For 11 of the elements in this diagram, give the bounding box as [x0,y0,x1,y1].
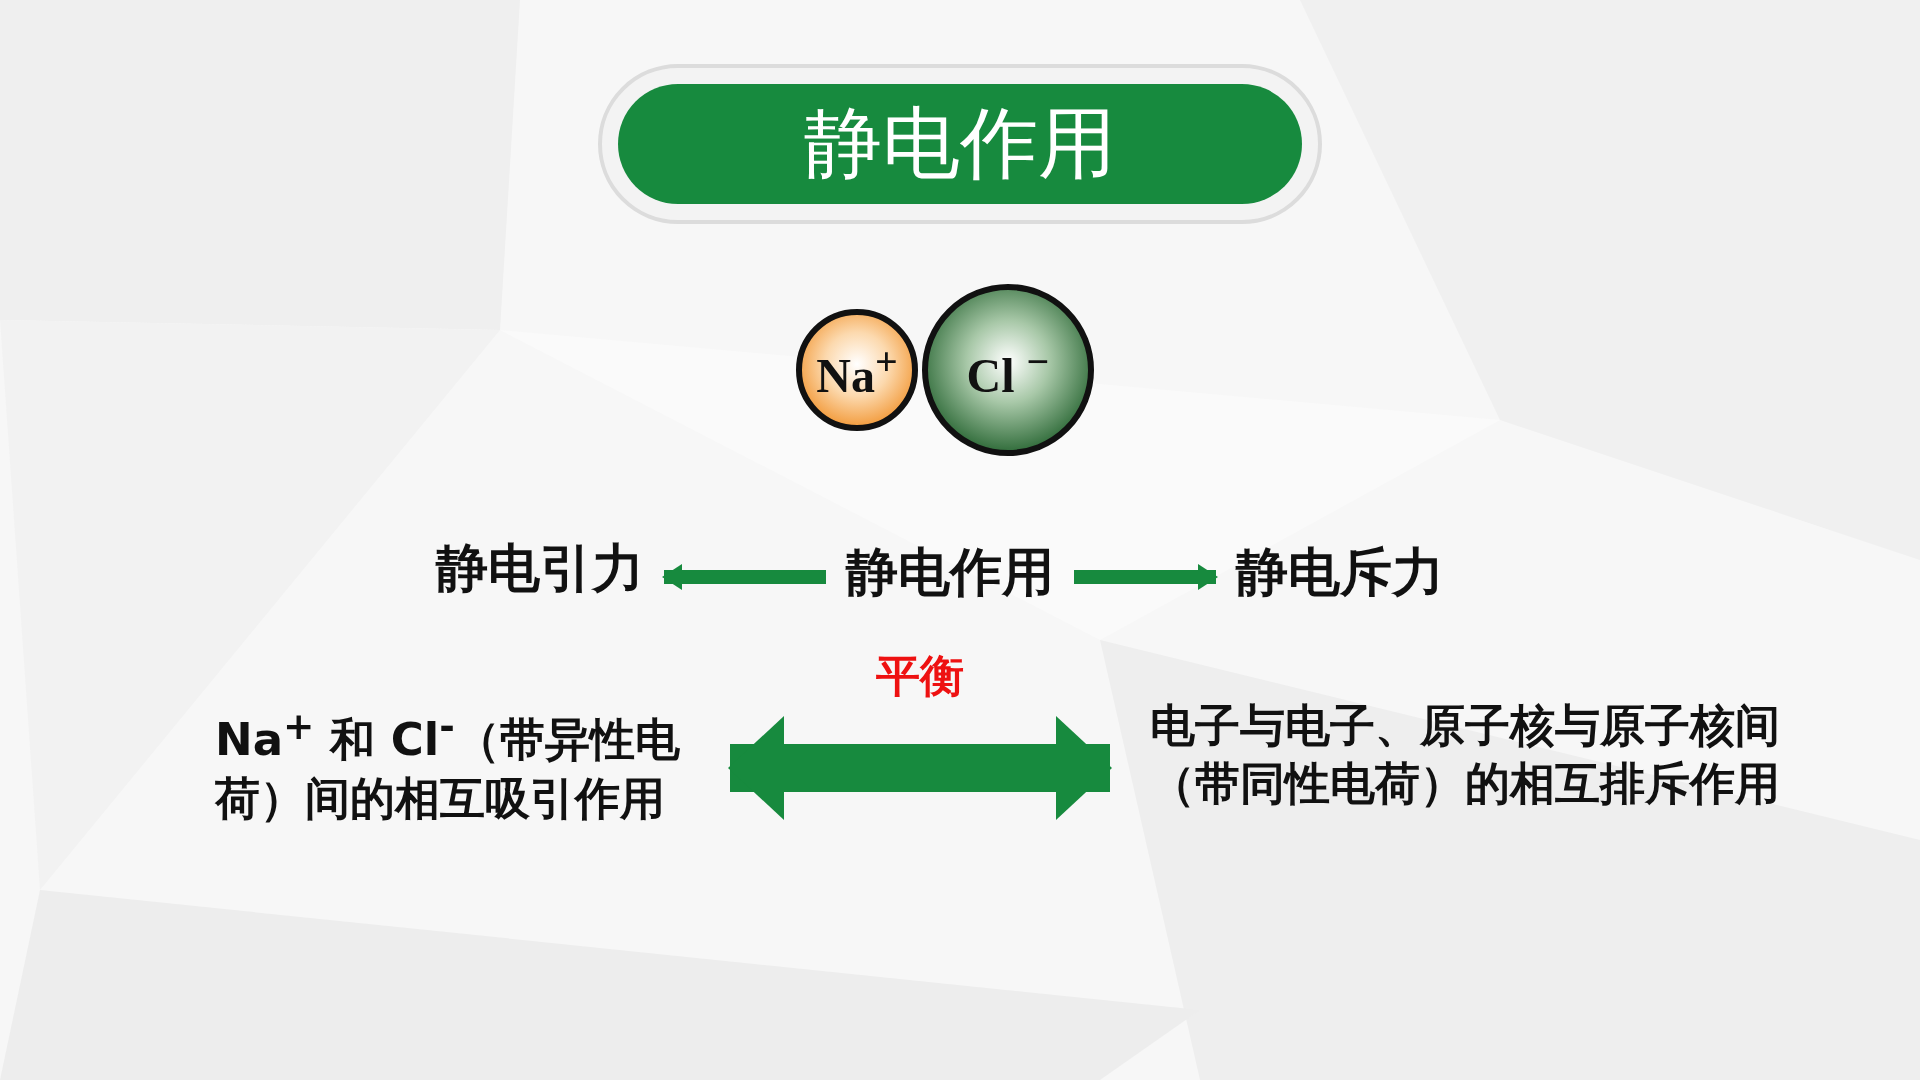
arrow [1074,564,1218,590]
arrow [662,564,826,590]
description-text: Na$^{+}$ 和 Cl$^{-}$（带异性电荷）间的相互吸引作用 [215,703,681,827]
term-label: 静电作用 [846,541,1054,604]
term-label: 静电引力 [436,537,644,600]
description-text: 电子与电子、原子核与原子核间（带同性电荷）的相互排斥作用 [1150,697,1781,812]
double-arrow [728,716,1112,820]
ion-symbol: Na$^{+}$ [816,337,898,403]
ion-symbol: Cl $^{−}$ [966,337,1050,403]
title-banner: 静电作用 [618,84,1302,204]
term-label: 静电斥力 [1236,541,1444,604]
